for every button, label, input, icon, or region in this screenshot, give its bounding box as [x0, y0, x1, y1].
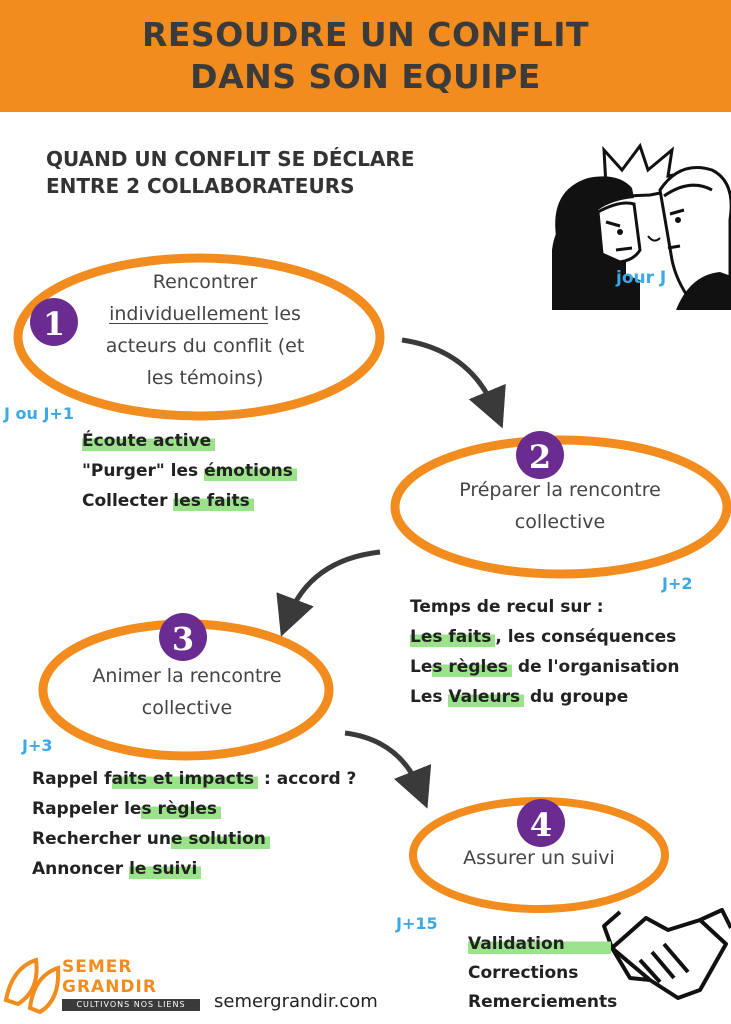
step-1-ellipse	[13, 253, 385, 421]
arrow-3-to-4	[344, 730, 432, 809]
step-1-day: J ou J+1	[4, 404, 74, 423]
step-1-title-line1: Rencontrer	[152, 271, 258, 293]
step-1-title-line4: les témoins)	[146, 367, 264, 389]
step-2-title-line2: collective	[514, 511, 606, 533]
step-1-list: Écoute active "Purger" les émotions Coll…	[82, 426, 297, 516]
step-4-badge: 4	[517, 799, 565, 847]
step-2-intro: Temps de recul sur :	[410, 597, 604, 617]
list-item: Écoute active	[82, 426, 297, 456]
list-item: Les faits, les conséquences	[410, 627, 677, 647]
step-1-badge: 1	[30, 298, 78, 346]
step-4-title: Assurer un suivi	[424, 842, 654, 874]
step-3-badge: 3	[159, 613, 207, 661]
step-1-title-line3: acteurs du conflit (et	[105, 335, 305, 357]
step-1-title-underlined: individuellement	[109, 303, 268, 325]
list-item: Les règles de l'organisation	[410, 657, 680, 677]
step-4-list: Validation Corrections Remerciements	[468, 930, 617, 1017]
step-1-title-line2-rest: les	[268, 303, 301, 325]
step-2-day: J+2	[662, 574, 693, 593]
step-2-number: 2	[529, 438, 551, 476]
list-item: Collecter les faits	[82, 486, 297, 516]
page-title: RESOUDRE UN CONFLIT DANS SON EQUIPE	[0, 14, 731, 98]
step-2-title: Préparer la rencontre collective	[410, 474, 710, 538]
subtitle-line2: ENTRE 2 COLLABORATEURS	[46, 174, 355, 198]
step-3-number: 3	[172, 620, 194, 658]
step-3-title-line1: Animer la rencontre	[92, 665, 282, 687]
semer-grandir-leaf-icon	[3, 957, 61, 1015]
list-item: Les Valeurs du groupe	[410, 687, 629, 707]
list-item: Validation	[468, 930, 617, 959]
illustration-day-label: jour J	[616, 268, 667, 288]
logo-grandir: GRANDIR	[62, 977, 157, 997]
handshake-icon	[602, 908, 731, 1000]
step-4-number: 4	[530, 806, 552, 844]
step-3-title-line2: collective	[141, 697, 233, 719]
step-3-day: J+3	[22, 736, 53, 755]
list-item: Rappel faits et impacts : accord ?	[32, 769, 357, 789]
subtitle-line1: QUAND UN CONFLIT SE DÉCLARE	[46, 147, 415, 171]
page-title-line1: RESOUDRE UN CONFLIT	[141, 15, 590, 54]
header-banner	[0, 0, 731, 112]
step-3-list: Rappel faits et impacts : accord ? Rappe…	[32, 764, 356, 884]
page-title-line2: DANS SON EQUIPE	[190, 57, 541, 96]
list-item: Corrections	[468, 963, 579, 983]
step-1-number: 1	[43, 305, 65, 343]
step-2-ellipse	[390, 435, 731, 579]
logo-tagline: CULTIVONS NOS LIENS	[62, 999, 200, 1011]
step-3-title: Animer la rencontre collective	[56, 660, 318, 724]
step-2-list: Temps de recul sur : Les faits, les cons…	[410, 592, 680, 712]
step-1-title-line2: individuellement les	[70, 298, 340, 330]
list-item: "Purger" les émotions	[82, 456, 297, 486]
website-link[interactable]: semergrandir.com	[214, 991, 378, 1012]
conflict-illustration	[552, 142, 731, 310]
step-2-title-line1: Préparer la rencontre	[459, 479, 661, 501]
logo-semer: SEMER	[62, 957, 133, 977]
step-4-title-line1: Assurer un suivi	[463, 847, 615, 869]
list-item: Remerciements	[468, 992, 618, 1012]
arrow-1-to-2	[401, 337, 506, 429]
list-item: Rappeler les règles	[32, 794, 356, 824]
angry-woman-icon	[647, 166, 731, 310]
list-item: Rechercher une solution	[32, 824, 356, 854]
angry-man-icon	[552, 176, 642, 310]
step-4-day: J+15	[396, 914, 438, 933]
arrow-2-to-3	[276, 549, 381, 637]
step-2-badge: 2	[516, 431, 564, 479]
step-1-title: Rencontrer individuellement les acteurs …	[70, 266, 340, 394]
subtitle: QUAND UN CONFLIT SE DÉCLARE ENTRE 2 COLL…	[46, 146, 516, 200]
list-item: Annoncer le suivi	[32, 854, 356, 884]
